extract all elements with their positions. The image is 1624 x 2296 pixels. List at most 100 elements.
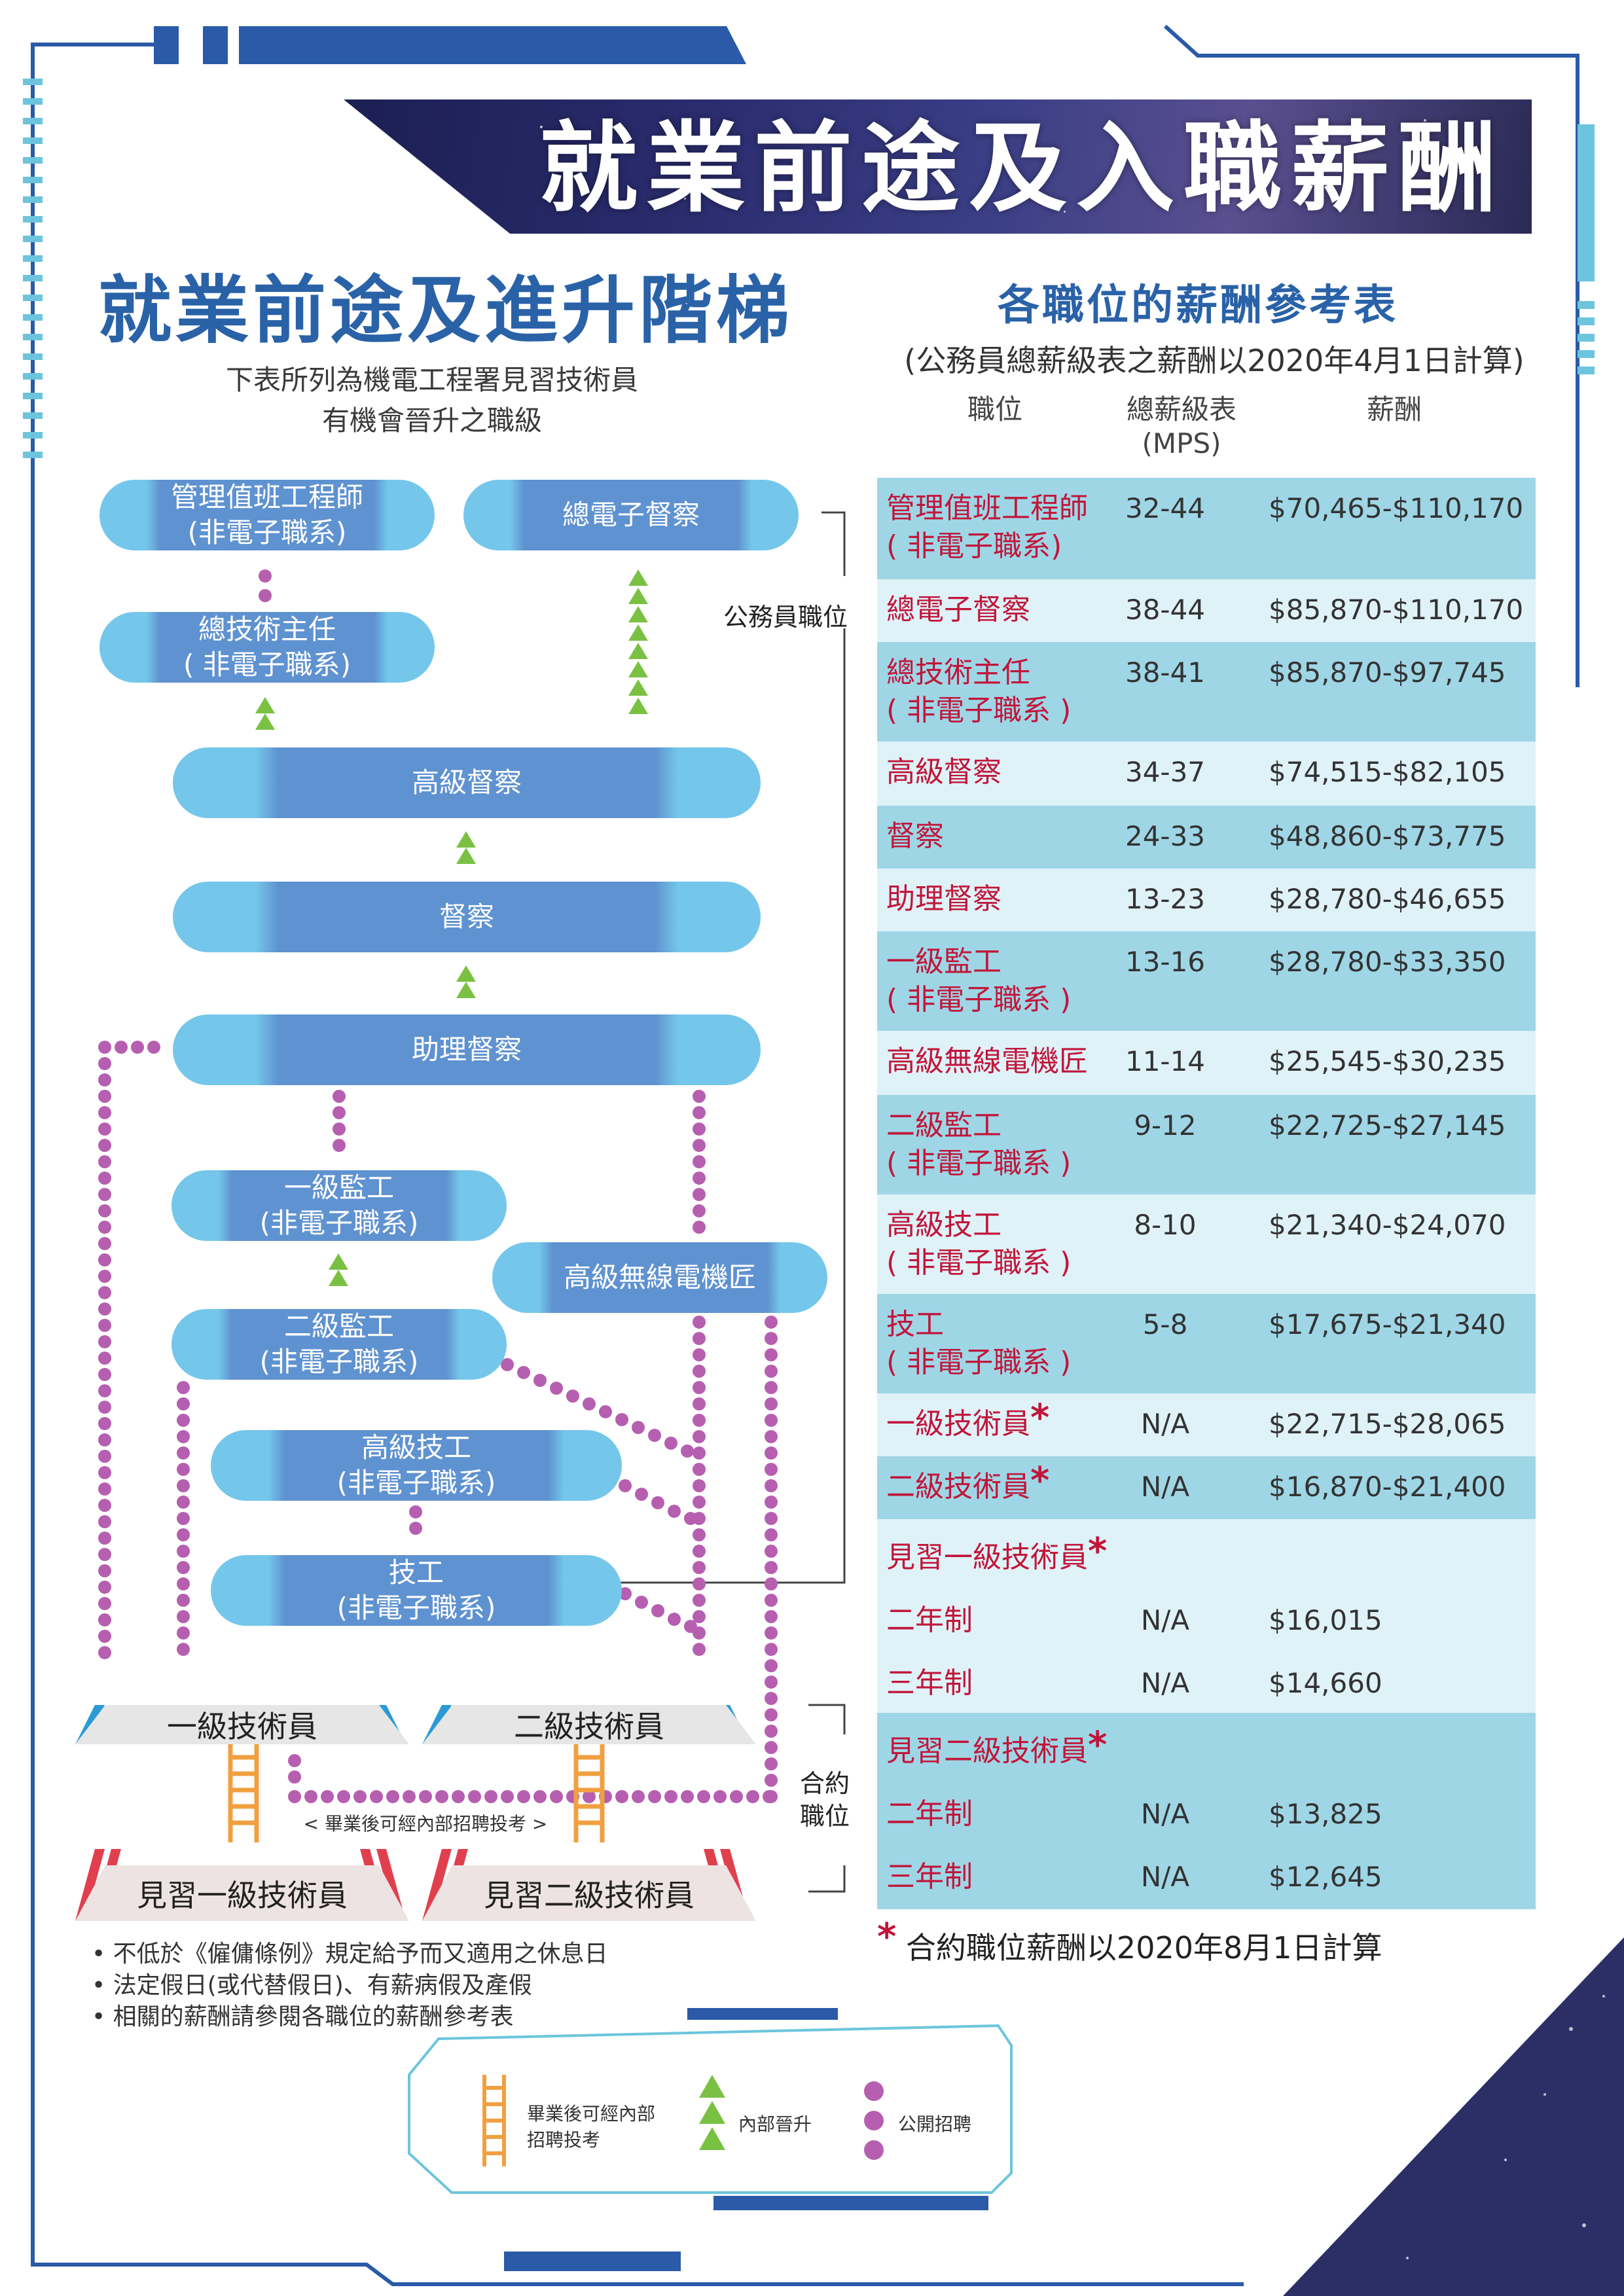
row-title: 督察 <box>886 819 944 853</box>
corner-stars <box>1406 1995 1605 2259</box>
row-mps: 34-37 <box>1125 756 1206 788</box>
rank-label-sub: (非電子職系) <box>336 1592 496 1624</box>
col-header-salary: 薪酬 <box>1366 393 1422 425</box>
rank-label: 管理值班工程師 <box>170 481 363 513</box>
salary-subheading: (公務員總薪級表之薪酬以2020年4月1日計算) <box>904 343 1525 378</box>
row-salary: $70,465-$110,170 <box>1269 492 1524 524</box>
table-row: 一級監工( 非電子職系 ) 13-16 $28,780-$33,350 <box>877 931 1536 1031</box>
table-row: 二級監工( 非電子職系 ) 9-12 $22,725-$27,145 <box>877 1095 1536 1194</box>
row-mps: 13-23 <box>1125 883 1206 915</box>
legend-frame <box>408 2024 1013 2194</box>
table-row: 總電子督察 38-44 $85,870-$110,170 <box>877 579 1536 642</box>
subtitle-line-2: 有機會晉升之職級 <box>321 404 542 437</box>
row-title: 總技術主任( 非電子職系 ) <box>886 656 1072 727</box>
note-item: • 法定假日(或代替假日)、有薪病假及產假 <box>92 1972 532 1999</box>
platform-label: 見習二級技術員 <box>484 1877 695 1913</box>
legend-ladder-line-2: 招聘投考 <box>527 2129 601 2151</box>
platform-technician-2: 二級技術員 <box>422 1705 756 1744</box>
row-title: 見習二級技術員* <box>886 1724 1108 1768</box>
rank-foreman-2: 二級監工(非電子職系) <box>171 1309 507 1380</box>
row-mps: 11-14 <box>1125 1045 1206 1077</box>
legend-arrow-icon <box>699 2075 725 2150</box>
rank-label: 一級監工 <box>283 1172 394 1204</box>
row-mps: 32-44 <box>1125 492 1206 524</box>
row-mps: N/A <box>1140 1408 1190 1440</box>
row-salary: $16,015 <box>1269 1604 1382 1636</box>
table-row: 高級督察 34-37 $74,515-$82,105 <box>877 742 1536 806</box>
row-mps: 38-41 <box>1125 656 1206 689</box>
row-salary: $17,675-$21,340 <box>1269 1308 1506 1340</box>
col-header-mps-line-2: (MPS) <box>1142 427 1221 459</box>
row-salary: $28,780-$33,350 <box>1269 946 1506 978</box>
row-salary: $22,725-$27,145 <box>1269 1109 1506 1141</box>
right-bars <box>1578 124 1595 374</box>
row-salary: $12,645 <box>1269 1861 1382 1893</box>
table-row: 二級技術員* N/A $16,870-$21,400 <box>877 1456 1536 1519</box>
salary-table: 管理值班工程師( 非電子職系) 32-44 $70,465-$110,170 總… <box>877 478 1536 1909</box>
salary-heading: 各職位的薪酬參考表 <box>998 281 1398 330</box>
rank-label: 助理督察 <box>411 1033 522 1066</box>
rank-foreman-1: 一級監工(非電子職系) <box>171 1170 507 1241</box>
platform-label: 二級技術員 <box>514 1709 664 1744</box>
rank-senior-inspector: 高級督察 <box>173 747 761 818</box>
table-row: 管理值班工程師( 非電子職系) 32-44 $70,465-$110,170 <box>877 478 1536 579</box>
row-salary: $22,715-$28,065 <box>1269 1408 1506 1440</box>
rank-label: 督察 <box>439 901 494 933</box>
internal-recruitment-note: < 畢業後可經內部招聘投考 > <box>281 1810 569 1836</box>
row-salary: $74,515-$82,105 <box>1269 756 1506 788</box>
col-header-title: 職位 <box>967 393 1022 425</box>
subtitle-line-1: 下表所列為機電工程署見習技術員 <box>225 364 638 396</box>
row-title: 二級技術員* <box>886 1460 1050 1504</box>
footnote-star: * <box>877 1916 897 1958</box>
legend-dots-label: 公開招聘 <box>898 2113 972 2135</box>
col-header-mps-line-1: 總薪級表 <box>1126 393 1236 425</box>
row-mps: 38-44 <box>1125 594 1206 626</box>
rank-engineer: 管理值班工程師(非電子職系) <box>99 480 435 550</box>
row-title: 一級監工( 非電子職系 ) <box>886 945 1072 1016</box>
table-row: 助理督察 13-23 $28,780-$46,655 <box>877 869 1536 931</box>
row-title: 高級無線電機匠 <box>886 1045 1088 1078</box>
rank-artisan: 技工 (非電子職系) <box>211 1555 622 1626</box>
promotion-arrows <box>255 569 648 1286</box>
row-salary: $85,870-$110,170 <box>1269 594 1524 626</box>
legend-arrow-label: 內部晉升 <box>738 2113 812 2135</box>
rank-label: 總電子督察 <box>562 499 700 531</box>
platform-label: 一級技術員 <box>167 1709 317 1744</box>
contract-bracket <box>808 1704 846 1893</box>
contract-label: 合約 職位 <box>800 1767 850 1833</box>
rank-label-sub: (非電子職系) <box>259 1207 419 1239</box>
platform-label: 見習一級技術員 <box>137 1877 348 1913</box>
title-banner <box>344 99 1532 234</box>
table-row: 總技術主任( 非電子職系 ) 38-41 $85,870-$97,745 <box>877 642 1536 742</box>
civil-service-label: 公務員職位 <box>723 603 848 632</box>
table-row: 一級技術員* N/A $22,715-$28,065 <box>877 1393 1536 1456</box>
contract-label-line-2: 職位 <box>800 1802 850 1831</box>
legend-top-bar <box>687 2008 838 2020</box>
legend-ladder-label: 畢業後可經內部 招聘投考 <box>527 2101 655 2153</box>
row-salary: $25,545-$30,235 <box>1269 1045 1506 1077</box>
table-row: 督察 24-33 $48,860-$73,775 <box>877 806 1536 869</box>
platform-trainee-1: 見習一級技術員 <box>75 1865 409 1921</box>
rank-label-sub: (非電子職系) <box>259 1346 419 1378</box>
legend-bottom-ticks <box>504 2196 988 2271</box>
table-row-group: 見習二級技術員* 二年制 N/A $13,825 三年制 N/A $12,645 <box>877 1713 1536 1909</box>
row-title: 總電子督察 <box>886 593 1030 626</box>
legend-ladder-icon <box>482 2075 506 2166</box>
platform-technician-1: 一級技術員 <box>75 1705 409 1744</box>
rank-label-sub: (非電子職系) <box>336 1467 496 1499</box>
legend-ladder-line-1: 畢業後可經內部 <box>527 2103 656 2125</box>
rank-senior-radio-mechanic: 高級無線電機匠 <box>492 1242 827 1313</box>
rank-label: 技工 <box>388 1556 444 1588</box>
row-salary: $85,870-$97,745 <box>1269 656 1506 689</box>
rank-label: 高級技工 <box>361 1431 471 1463</box>
row-mps: 9-12 <box>1134 1109 1197 1141</box>
table-row: 高級技工( 非電子職系 ) 8-10 $21,340-$24,070 <box>877 1194 1536 1294</box>
row-sub-title: 二年制 <box>886 1797 973 1831</box>
row-sub-title: 三年制 <box>886 1666 973 1700</box>
row-mps: N/A <box>1140 1604 1190 1636</box>
row-title: 管理值班工程師( 非電子職系) <box>886 492 1088 563</box>
rank-assistant-inspector: 助理督察 <box>173 1014 761 1085</box>
contract-label-line-1: 合約 <box>800 1769 850 1798</box>
row-salary: $48,860-$73,775 <box>1269 820 1506 852</box>
